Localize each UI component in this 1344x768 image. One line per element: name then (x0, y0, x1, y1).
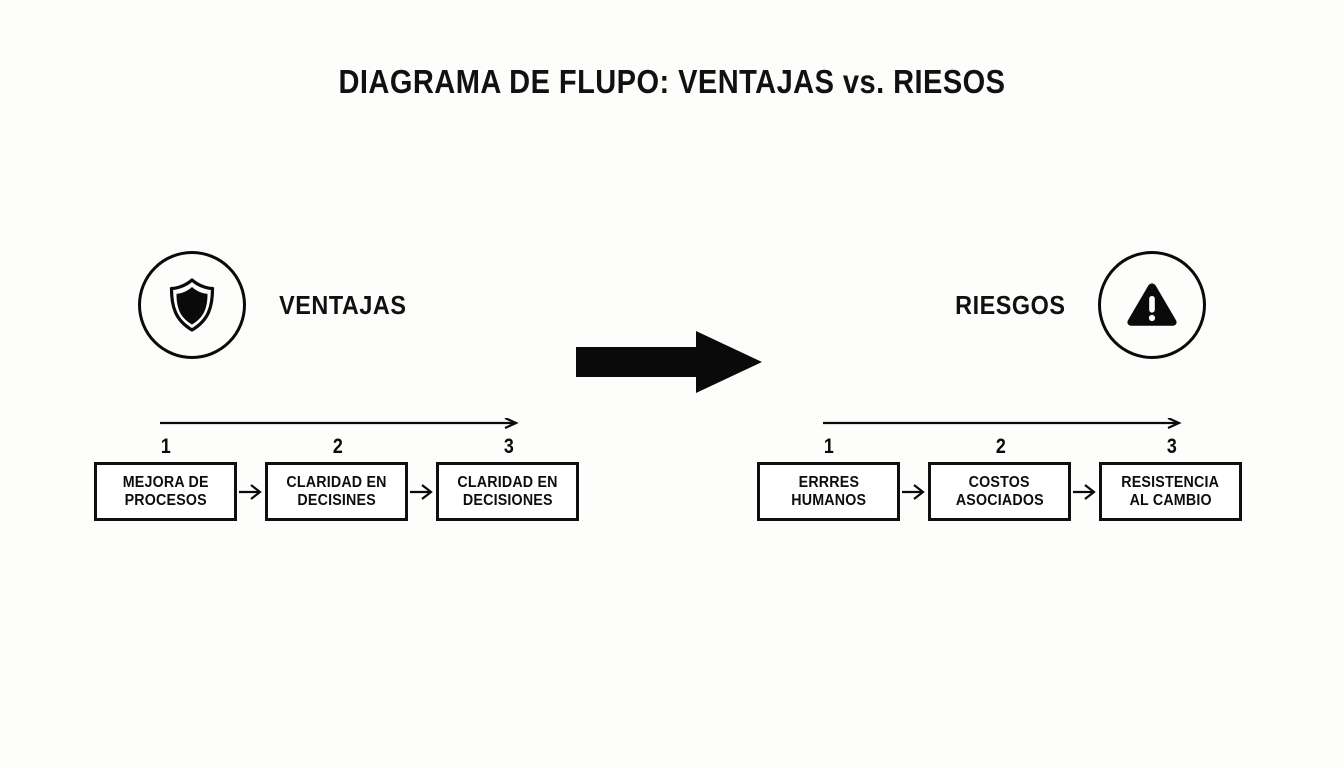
node-line: ASOCIADOS (955, 491, 1044, 509)
group-label-riesgos: RIESGOS (955, 289, 1066, 320)
step-number: 2 (332, 435, 343, 458)
node-line: RESISTENCIA (1121, 473, 1220, 491)
timeline-arrow-riesgos (823, 418, 1185, 436)
flow-node[interactable]: RESISTENCIA AL CAMBIO (1099, 462, 1242, 521)
flow-node[interactable]: ERRRES HUMANOS (757, 462, 900, 521)
step-number: 2 (995, 435, 1006, 458)
group-header-ventajas: VENTAJAS (138, 251, 414, 359)
connector-arrow-icon (237, 481, 265, 503)
timeline-arrow-ventajas (160, 418, 522, 436)
group-label-ventajas: VENTAJAS (279, 289, 407, 320)
node-line: DECISIONES (462, 491, 553, 509)
connector-arrow-icon (408, 481, 436, 503)
connector-arrow-icon (1071, 481, 1099, 503)
flow-node[interactable]: MEJORA DE PROCESOS (94, 462, 237, 521)
step-number: 1 (823, 435, 834, 458)
timeline-numbers-ventajas: 1 2 3 (94, 436, 579, 460)
timeline-numbers-riesgos: 1 2 3 (757, 436, 1242, 460)
flow-node[interactable]: CLARIDAD EN DECISIONES (436, 462, 579, 521)
flow-ventajas: 1 2 3 MEJORA DE PROCESOS CLARIDAD EN DEC… (94, 418, 579, 521)
node-line: CLARIDAD EN (286, 473, 387, 491)
node-line: ERRRES (798, 473, 859, 491)
group-header-riesgos: RIESGOS (949, 251, 1206, 359)
step-number: 1 (160, 435, 171, 458)
step-number: 3 (503, 435, 514, 458)
node-line: PROCESOS (124, 491, 207, 509)
node-line: CLARIDAD EN (457, 473, 558, 491)
step-number: 3 (1166, 435, 1177, 458)
flow-node[interactable]: CLARIDAD EN DECISINES (265, 462, 408, 521)
node-line: DECISINES (297, 491, 376, 509)
node-line: HUMANOS (791, 491, 866, 509)
connector-arrow-icon (900, 481, 928, 503)
flow-node[interactable]: COSTOS ASOCIADOS (928, 462, 1071, 521)
warning-triangle-icon (1098, 251, 1206, 359)
flow-boxes-riesgos: ERRRES HUMANOS COSTOS ASOCIADOS (757, 462, 1242, 521)
page-title: DIAGRAMA DE FLUPO: VENTAJAS vs. RIESOS (338, 63, 1006, 100)
node-line: MEJORA DE (122, 473, 209, 491)
flow-riesgos: 1 2 3 ERRRES HUMANOS COSTOS ASOCIADOS (757, 418, 1242, 521)
thick-right-arrow-icon (576, 331, 762, 393)
node-line: AL CAMBIO (1129, 491, 1212, 509)
flow-boxes-ventajas: MEJORA DE PROCESOS CLARIDAD EN DECISINES (94, 462, 579, 521)
node-line: COSTOS (968, 473, 1031, 491)
shield-icon (138, 251, 246, 359)
